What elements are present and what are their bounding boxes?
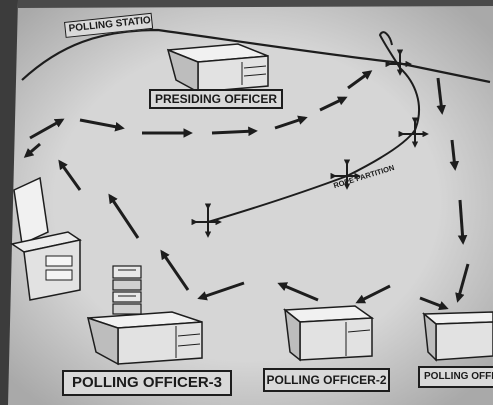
voting-compartment <box>10 176 82 301</box>
four-way-arrow-icon <box>385 49 412 76</box>
polling-officer-2-label: POLLING OFFICER-2 <box>263 368 390 392</box>
page-binding-shadow <box>0 0 18 405</box>
flow-arrow <box>457 199 468 245</box>
polling-officer-1-desk <box>421 311 493 362</box>
page-top-shadow <box>18 0 493 8</box>
polling-officer-2-desk <box>283 305 375 362</box>
four-way-arrow-icon <box>398 117 429 148</box>
flow-arrow <box>197 281 245 301</box>
flow-arrow <box>108 193 140 239</box>
polling-officer-3-desk <box>86 311 203 366</box>
polling-officer-1-label: POLLING OFFIC <box>418 366 493 388</box>
polling-officer-3-label: POLLING OFFICER-3 <box>62 370 232 396</box>
presiding-officer-desk <box>166 43 269 94</box>
polling-station-boundary <box>21 28 491 84</box>
flow-arrow <box>319 96 348 112</box>
flow-arrow <box>58 159 82 191</box>
flow-arrow <box>274 115 308 130</box>
flow-arrow <box>79 118 125 132</box>
flow-arrow <box>449 139 460 171</box>
four-way-arrow-icon <box>330 159 361 190</box>
flow-arrow <box>347 70 373 90</box>
flow-arrow <box>355 284 391 304</box>
flow-arrow <box>211 126 258 137</box>
flow-arrow <box>419 296 449 311</box>
flow-arrow <box>160 249 190 291</box>
four-way-arrow-icon <box>191 203 222 238</box>
flow-arrow <box>23 142 41 158</box>
ballot-box-stack <box>112 265 142 315</box>
flow-arrow <box>436 77 446 115</box>
flow-arrows <box>23 70 470 311</box>
flow-arrow <box>29 118 65 140</box>
flow-arrow <box>455 263 470 303</box>
presiding-officer-label: PRESIDING OFFICER <box>149 89 283 109</box>
flow-arrow <box>277 282 319 302</box>
